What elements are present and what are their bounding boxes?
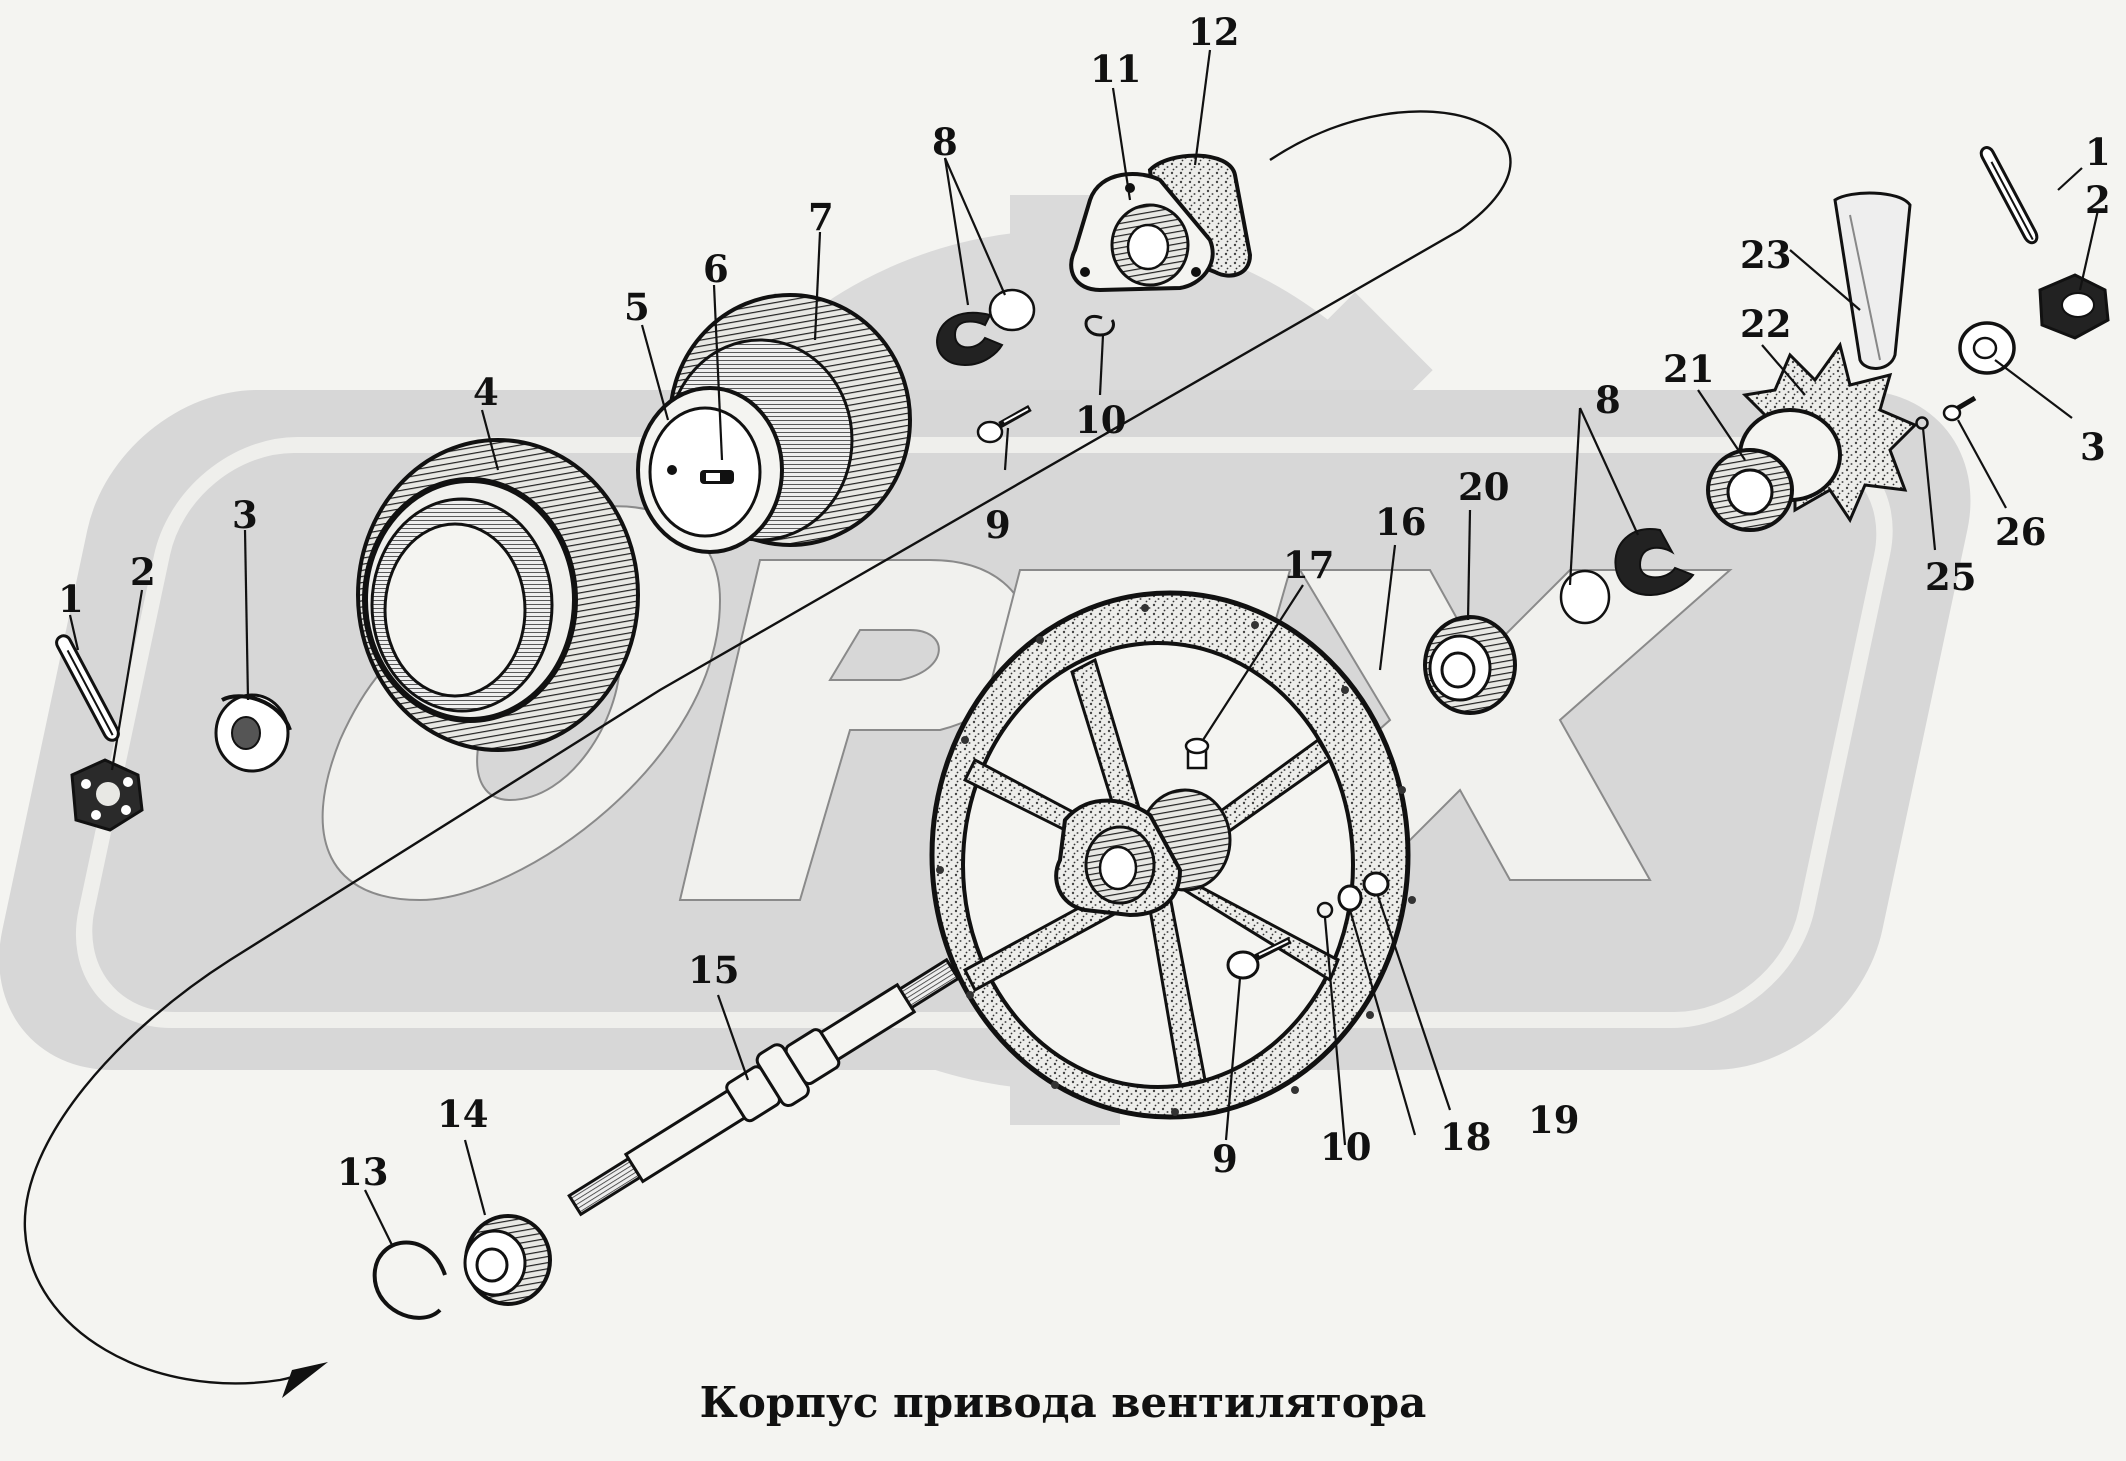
label-1-left: 1 [58,577,84,621]
label-15: 15 [688,948,740,992]
label-3-left: 3 [232,493,258,537]
belt-23 [1833,191,1912,370]
shaft-15 [567,957,961,1217]
label-1-right: 1 [2085,130,2111,174]
screw-26 [1942,395,1977,422]
label-12: 12 [1188,10,1240,54]
label-10-top: 10 [1075,398,1127,442]
housing-hub [1054,788,1232,918]
splined-hub-21 [1706,408,1842,532]
grease-nipple-17 [1184,737,1210,770]
watermark-plate-inner [75,437,1893,1028]
castle-nut-right [2038,273,2110,340]
bolt-9-bottom [1226,936,1292,980]
lock-ring-8-top [936,288,1036,367]
assembly-path-line [23,110,1512,1385]
castle-nut-left [70,758,144,832]
label-5: 5 [624,285,650,329]
bevel-gear-4 [356,438,640,752]
label-21: 21 [1663,347,1715,391]
leader-lines [68,49,2100,1246]
label-11: 11 [1090,47,1142,91]
label-2-right: 2 [2085,178,2111,222]
label-2-left: 2 [130,550,156,594]
label-6: 6 [703,247,729,291]
housing-16 [929,590,1416,1120]
label-18: 18 [1440,1115,1492,1159]
callout-labels: 1 2 3 4 5 6 7 8 9 10 11 12 13 14 15 16 1… [58,10,2111,1194]
label-16: 16 [1375,500,1427,544]
label-13: 13 [337,1150,389,1194]
label-7: 7 [808,195,834,239]
bolt-9-top [976,404,1032,444]
housing-bolt-holes [936,604,1416,1116]
washer-18 [1337,884,1363,912]
label-9-bottom: 9 [1212,1137,1238,1181]
snap-ring-13 [372,1240,447,1320]
label-25: 25 [1925,555,1977,599]
label-23: 23 [1740,233,1792,277]
cotter-pin-right [1979,146,2039,245]
label-19: 19 [1528,1098,1580,1142]
label-17: 17 [1283,543,1335,587]
label-26: 26 [1995,510,2047,554]
label-22: 22 [1740,302,1792,346]
plug-19 [1362,871,1390,897]
diagram-caption: Корпус привода вентилятора [699,1378,1427,1427]
small-ring-10-top [1084,314,1115,337]
label-4: 4 [473,370,499,414]
arrow-head [282,1362,328,1398]
label-8-right: 8 [1595,378,1621,422]
label-3-right: 3 [2080,425,2106,469]
key-6 [700,470,734,484]
lock-ring-8-right [1559,528,1695,625]
bearing-20 [1423,615,1517,715]
washer-left [214,693,292,773]
bearing-14 [463,1214,552,1306]
label-14: 14 [437,1092,489,1136]
small-ring-10-bottom [1316,901,1334,919]
washer-right [1958,321,2016,375]
label-9-top: 9 [985,503,1011,547]
label-20: 20 [1458,465,1510,509]
bearing-flange-11 [1069,172,1215,293]
label-10-bottom: 10 [1320,1125,1372,1169]
label-8-top: 8 [932,120,958,164]
